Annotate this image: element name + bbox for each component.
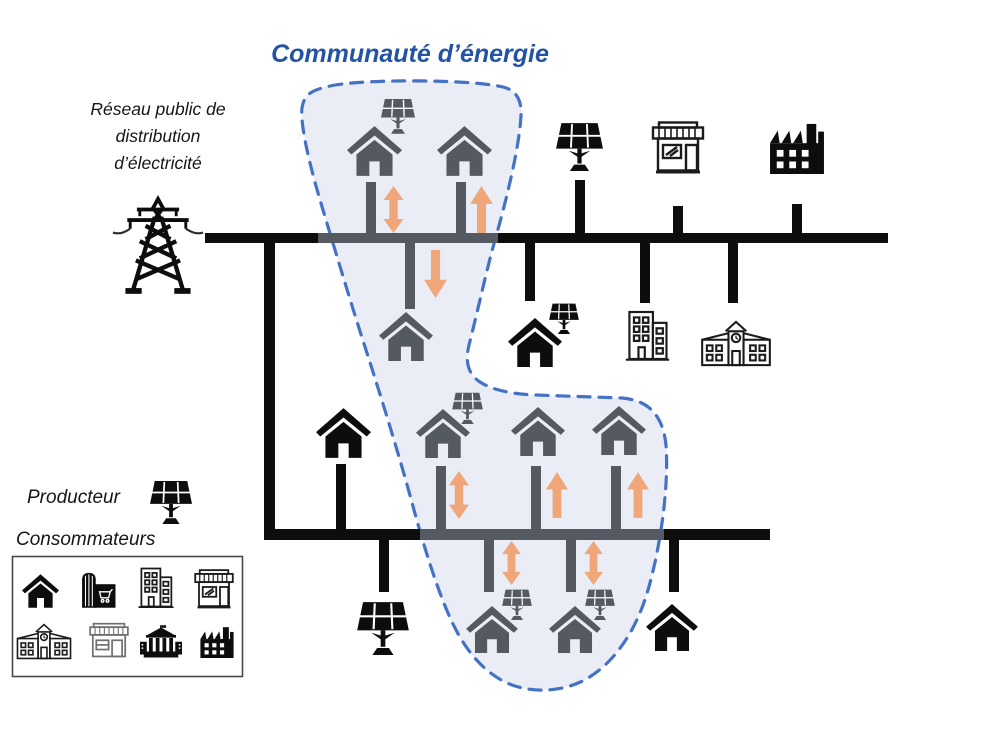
feeder xyxy=(728,243,738,303)
feeder xyxy=(405,243,415,309)
transmission-tower-icon xyxy=(113,199,203,294)
feeder xyxy=(566,540,576,592)
feeder xyxy=(336,464,346,529)
consumers-legend-label: Consommateurs xyxy=(16,529,156,550)
feeder xyxy=(575,180,585,233)
legend xyxy=(11,480,244,678)
feeder xyxy=(484,540,494,592)
school-icon xyxy=(701,320,771,367)
feeder xyxy=(379,540,389,592)
house-icon xyxy=(508,318,562,367)
house-icon xyxy=(646,604,698,651)
feeder xyxy=(669,540,679,592)
store-icon xyxy=(651,121,705,174)
solar-farm-icon xyxy=(357,601,409,655)
solar-panel-icon xyxy=(549,303,579,334)
producer-legend-label: Producteur xyxy=(27,487,120,508)
community-title: Communauté d’énergie xyxy=(271,40,549,68)
lower-bus-community-segment xyxy=(420,529,664,540)
feeder xyxy=(792,204,802,233)
feeder xyxy=(640,243,650,303)
feeder xyxy=(366,182,376,233)
house-icon xyxy=(316,408,371,458)
feeder xyxy=(611,466,621,529)
top-bus-community-segment xyxy=(318,233,498,243)
solar-panel-icon xyxy=(150,480,192,524)
feeder xyxy=(456,182,466,233)
public-grid-label: Réseau public de distribution d’électric… xyxy=(90,99,226,174)
top-bus-line xyxy=(205,233,888,243)
feeder xyxy=(525,243,535,301)
apartment-building-icon xyxy=(624,310,671,361)
solar-farm-icon xyxy=(556,122,603,171)
feeder xyxy=(673,206,683,233)
feeder xyxy=(531,466,541,529)
feeder xyxy=(436,466,446,529)
distribution-lines xyxy=(205,180,888,592)
factory-icon xyxy=(770,123,824,174)
left-drop-line xyxy=(264,243,275,533)
